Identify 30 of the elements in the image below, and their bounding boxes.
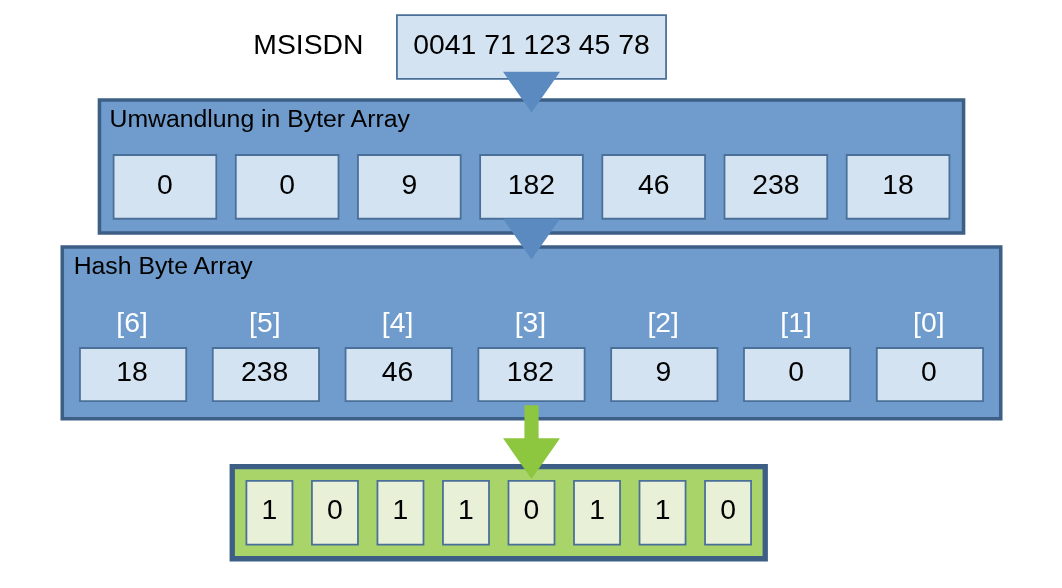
arrow bbox=[502, 218, 560, 260]
node-box: 1 bbox=[441, 479, 490, 546]
node-box: 1 bbox=[572, 479, 621, 546]
arrow bbox=[502, 71, 560, 113]
cluster bbox=[229, 464, 768, 562]
node-label: [1] bbox=[779, 305, 812, 338]
node-label: [4] bbox=[381, 305, 413, 338]
node-box: 0 bbox=[234, 154, 339, 220]
node-label: [0] bbox=[912, 305, 945, 338]
node-box: 9 bbox=[356, 154, 462, 220]
node-label: [2] bbox=[646, 305, 679, 338]
node-box: 0 bbox=[703, 479, 752, 546]
node-box: 0 bbox=[112, 154, 217, 220]
node-box: 0 bbox=[310, 479, 359, 546]
node-box: 1 bbox=[376, 479, 424, 546]
node-box: 1 bbox=[245, 479, 293, 546]
node-label: [6] bbox=[115, 305, 148, 338]
node-label: MSISDN bbox=[252, 27, 363, 60]
node-box: 182 bbox=[478, 154, 584, 220]
node-box: 0 bbox=[507, 479, 555, 546]
node-label: Umwandlung in Byter Array bbox=[109, 105, 410, 133]
node-label: Hash Byte Array bbox=[73, 251, 253, 279]
node-box: 18 bbox=[845, 154, 950, 220]
node-box: 238 bbox=[723, 154, 828, 220]
node-label: [5] bbox=[248, 305, 281, 338]
node-label: [3] bbox=[514, 305, 546, 338]
cluster bbox=[97, 98, 965, 235]
node-box: 46 bbox=[600, 154, 706, 220]
cluster bbox=[60, 245, 1002, 421]
node-box: 1 bbox=[638, 479, 686, 546]
